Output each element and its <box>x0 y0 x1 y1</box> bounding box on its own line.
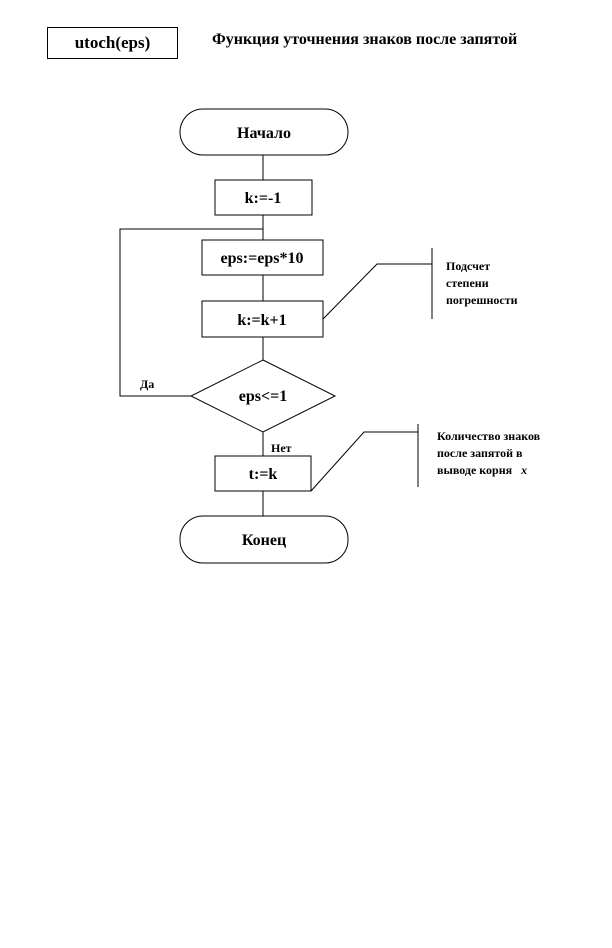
function-name-box: utoch(eps) <box>47 27 178 59</box>
end-label: Конец <box>242 532 286 549</box>
comment-2-line: после запятой в <box>437 446 523 460</box>
t-label: t:=k <box>249 466 278 483</box>
comment-1-line: Подсчет <box>446 259 491 273</box>
function-title: Функция уточнения знаков после запятой <box>212 31 518 48</box>
init-process-box <box>214 179 313 216</box>
init-label: k:=-1 <box>245 190 282 207</box>
comment-1-leader <box>322 263 432 320</box>
eps-process-box <box>201 239 324 276</box>
start-terminal <box>179 108 349 156</box>
function-name: utoch(eps) <box>74 33 151 52</box>
comment-2-line: выводе корня x <box>437 462 540 479</box>
eps-label: eps:=eps*10 <box>221 250 304 267</box>
comment-1-text: Подсчет степени погрешности <box>446 258 518 309</box>
comment-1-line: погрешности <box>446 293 518 307</box>
comment-2-text: Количество знаков после запятой в выводе… <box>437 428 540 479</box>
comment-2-leader <box>310 431 418 492</box>
no-label: Нет <box>271 441 292 455</box>
yes-label: Да <box>140 377 154 391</box>
comment-2-line-text: выводе корня <box>437 463 513 477</box>
comment-2-line: Количество знаков <box>437 429 541 443</box>
k-label: k:=k+1 <box>237 312 286 329</box>
end-terminal <box>179 515 349 564</box>
comment-2-variable: x <box>521 463 528 477</box>
loop-back-line <box>119 228 263 397</box>
condition-label: eps<=1 <box>239 388 287 405</box>
start-label: Начало <box>237 125 291 142</box>
comment-1-line: степени <box>446 276 489 290</box>
